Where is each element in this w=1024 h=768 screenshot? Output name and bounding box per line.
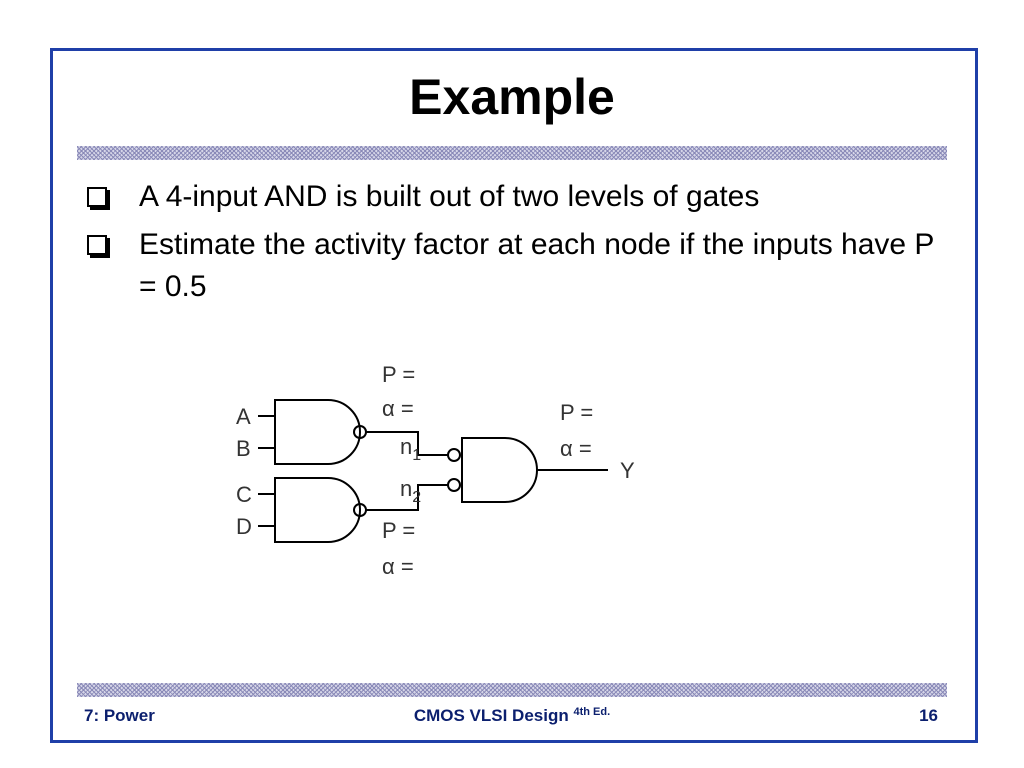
- checkbox-bullet-icon: [87, 187, 107, 207]
- input-label-c: C: [236, 482, 252, 507]
- output-gate: [461, 437, 538, 503]
- bullet-item-2: Estimate the activity factor at each nod…: [83, 224, 953, 308]
- bullet-item-1: A 4-input AND is built out of two levels…: [83, 176, 953, 218]
- checkbox-bullet-icon: [87, 235, 107, 255]
- input-label-a: A: [236, 404, 251, 429]
- alpha-label-y: α =: [560, 436, 592, 461]
- alpha-label-n1: α =: [382, 396, 414, 421]
- input-label-d: D: [236, 514, 252, 539]
- nand-gate-2: [274, 477, 361, 543]
- bullet-text-2: Estimate the activity factor at each nod…: [139, 228, 934, 303]
- footer-book-name: CMOS VLSI Design: [413, 706, 569, 725]
- p-label-n2: P =: [382, 518, 415, 543]
- slide-title: Example: [409, 69, 615, 125]
- wire-n2: [366, 484, 448, 511]
- bullet-list: A 4-input AND is built out of two levels…: [83, 176, 953, 314]
- slide-frame: [50, 48, 978, 743]
- footer-chapter: 7: Power: [84, 706, 155, 725]
- output-label-y: Y: [620, 458, 635, 483]
- nand-gate-1: [274, 399, 361, 465]
- bottom-divider: [77, 683, 947, 697]
- output-gate-bubble-bottom: [447, 478, 461, 492]
- input-label-b: B: [236, 436, 251, 461]
- alpha-label-n2: α =: [382, 554, 414, 579]
- output-gate-bubble-top: [447, 448, 461, 462]
- p-label-y: P =: [560, 400, 593, 425]
- footer-book-title: CMOS VLSI Design 4th Ed.: [0, 706, 1024, 726]
- bullet-text-1: A 4-input AND is built out of two levels…: [139, 180, 760, 213]
- footer-page-number: 16: [919, 706, 938, 725]
- and-gate-circuit-diagram: A B C D Y n1 n2 P = α = P = α = P = α =: [236, 362, 635, 579]
- top-divider: [77, 146, 947, 160]
- footer-edition: 4th Ed.: [573, 706, 611, 718]
- p-label-n1: P =: [382, 362, 415, 387]
- node-label-n1: n1: [400, 434, 421, 464]
- node-label-n2: n2: [400, 476, 421, 506]
- wire-n1: [366, 431, 448, 456]
